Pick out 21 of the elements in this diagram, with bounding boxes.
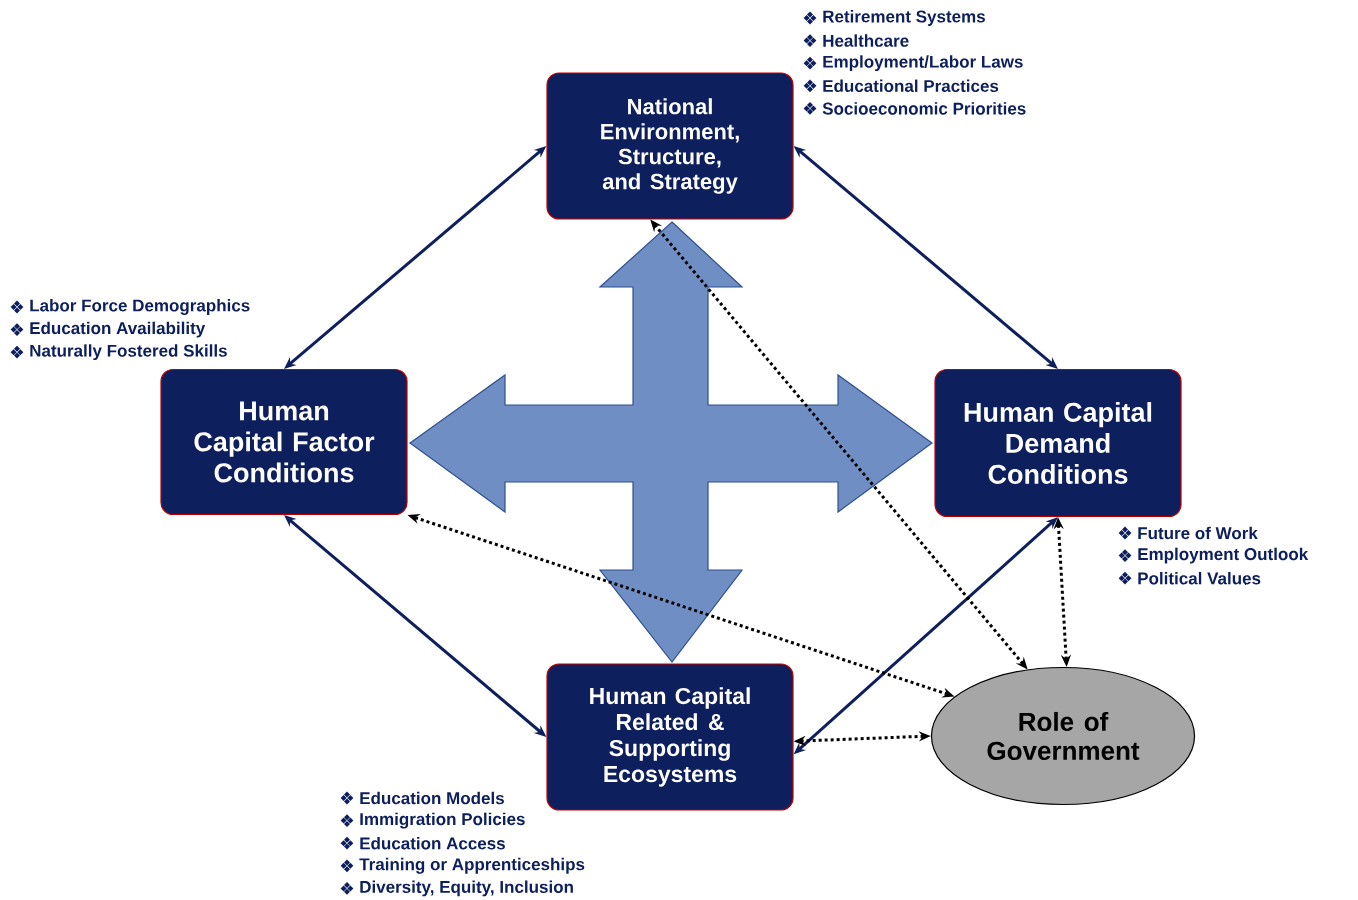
rounded-box: National Environment, Structure, and Strategy [546,72,794,220]
list-item: Future of Work [1138,526,1258,540]
list-item: Educational Practices [823,79,999,93]
list-item: Socioeconomic Priorities [822,102,1026,115]
rounded-box: Human Capital Related & Supporting Ecosystems [546,663,794,811]
list-item: Immigration Policies [360,812,525,829]
list-item: Education Models [360,791,504,805]
list-item: Education Availability [30,321,206,338]
list-item: Labor Force Demographics [30,299,250,315]
list-item: Employment Outlook [1138,547,1309,564]
list-item: Retirement Systems [823,10,985,26]
rounded-box: Human Capital Demand Conditions [934,368,1182,518]
list-item: Employment/Labor Laws [823,55,1023,72]
list-item: Education Access [360,836,505,850]
list-item: Naturally Fostered Skills [30,344,227,361]
list-item: Healthcare [823,34,909,47]
list-item: Diversity, Equity, Inclusion [360,880,573,897]
list-item: Training or Apprenticeships [359,857,585,874]
list-item: Political Values [1138,571,1261,585]
rounded-box: Human Capital Factor Conditions [160,368,408,516]
oval: Role of Government [930,666,1196,806]
